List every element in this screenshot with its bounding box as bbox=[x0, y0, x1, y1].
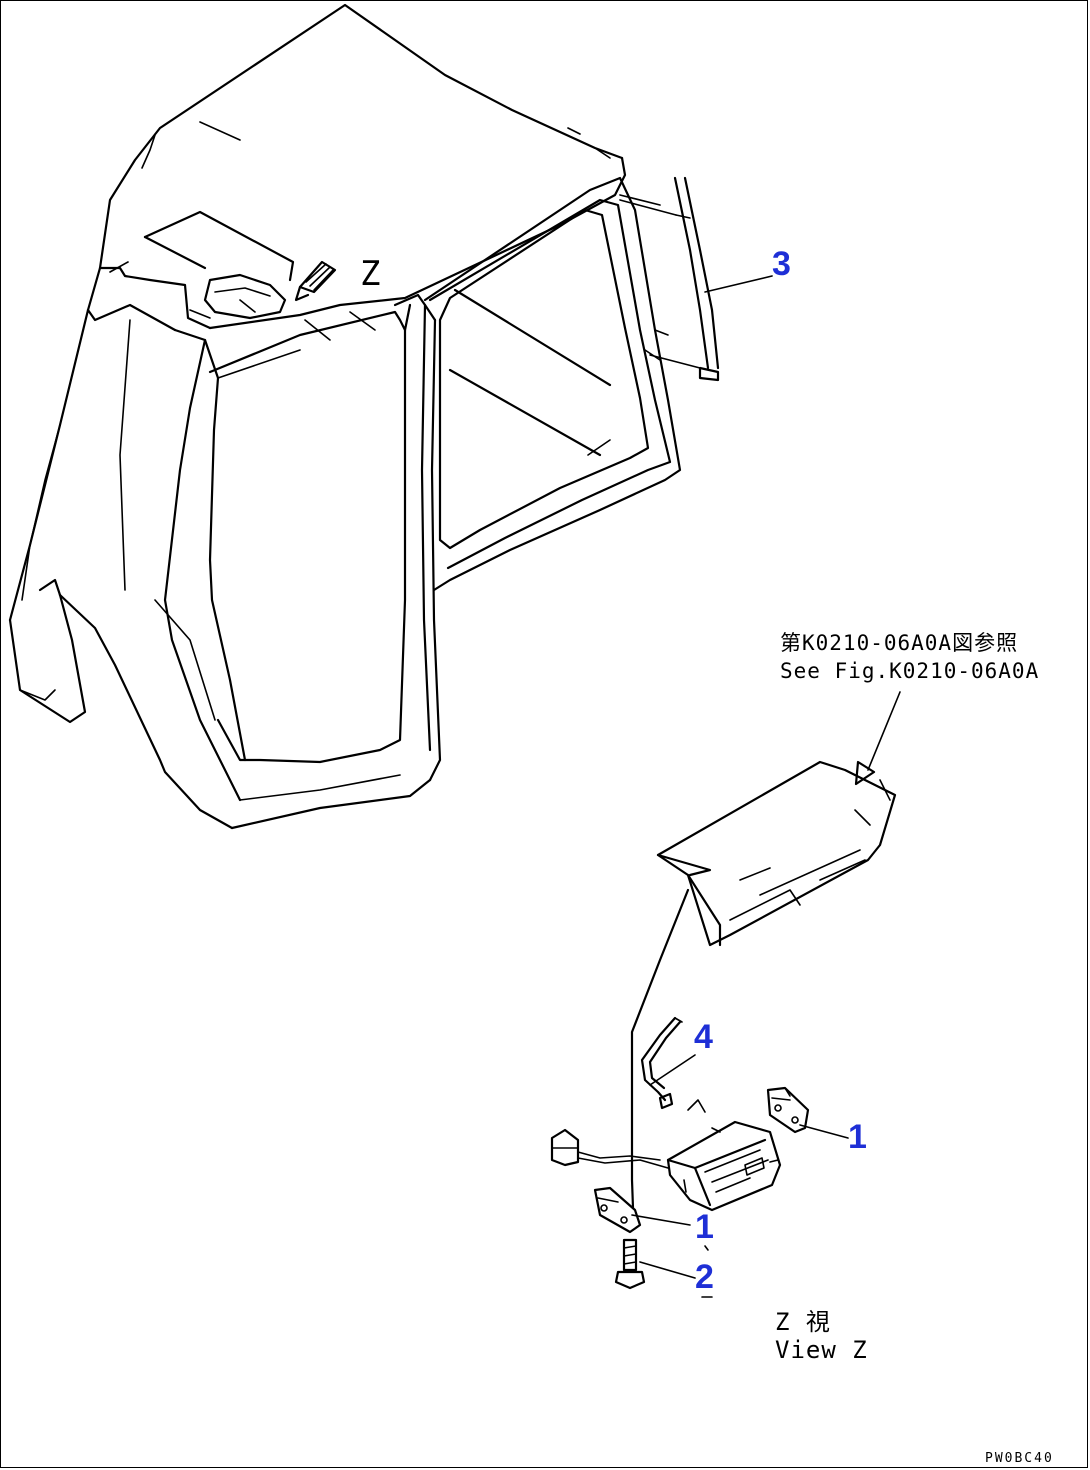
part-3-rail bbox=[619, 176, 720, 382]
reference-arrow-head bbox=[854, 760, 876, 786]
view-marker: Z bbox=[360, 254, 380, 294]
part-1-bracket-left bbox=[593, 1186, 642, 1234]
reference-leader bbox=[867, 691, 901, 771]
view-label-en: View Z bbox=[775, 1336, 868, 1364]
tick-mark bbox=[704, 1245, 709, 1251]
leader-line-2 bbox=[639, 1261, 696, 1279]
leader-line-1a bbox=[799, 1124, 849, 1139]
reference-note-ja: 第K0210-06A0A図参照 bbox=[780, 631, 1018, 655]
leader-line-1b bbox=[631, 1214, 691, 1226]
callout-1-right: 1 bbox=[848, 1118, 867, 1156]
callout-1-left: 1 bbox=[695, 1208, 714, 1246]
drawing-code: PW0BC40 bbox=[985, 1451, 1054, 1466]
callout-2: 2 bbox=[695, 1258, 714, 1296]
view-label-ja: Z 視 bbox=[775, 1308, 831, 1336]
cab-illustration bbox=[8, 3, 682, 830]
callout-4: 4 bbox=[694, 1018, 713, 1056]
overhead-console bbox=[656, 760, 897, 947]
radio-unit bbox=[666, 1120, 782, 1212]
connector-plug bbox=[550, 1128, 669, 1169]
reference-note-en: See Fig.K0210-06A0A bbox=[780, 659, 1039, 683]
part-1-bracket-right bbox=[766, 1086, 810, 1134]
wiring-harness bbox=[630, 888, 690, 1210]
part-2-bolt bbox=[614, 1238, 646, 1290]
leader-line-3 bbox=[704, 275, 773, 293]
leader-line-4 bbox=[649, 1054, 696, 1086]
callout-3: 3 bbox=[772, 245, 791, 283]
